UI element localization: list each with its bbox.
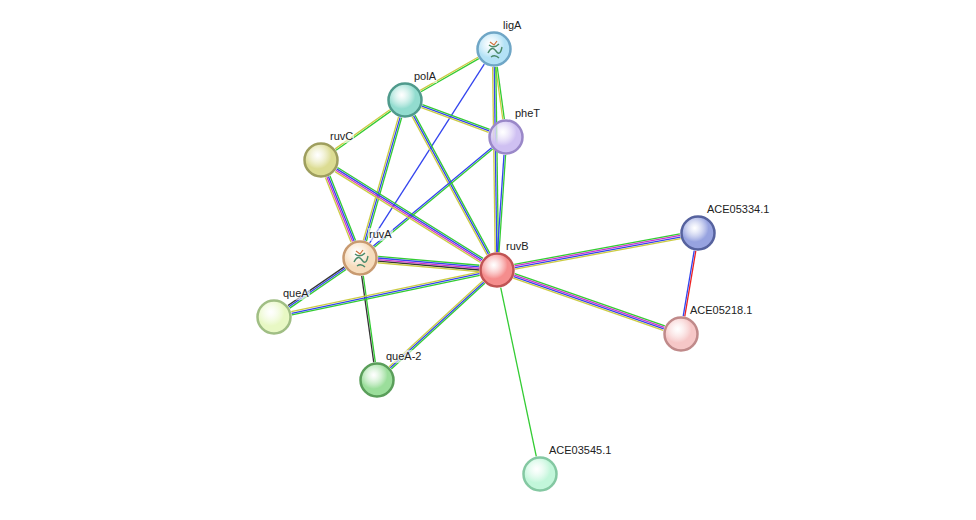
- evidence-strand: [378, 263, 479, 272]
- node-circle: [488, 119, 524, 155]
- evidence-strand: [378, 261, 479, 270]
- evidence-strand: [422, 106, 489, 131]
- node-circle: [476, 31, 512, 67]
- evidence-strand: [363, 276, 375, 362]
- interaction-edge: [362, 276, 376, 363]
- interaction-edge: [493, 67, 499, 252]
- evidence-strand: [515, 274, 665, 326]
- interaction-edge: [513, 274, 665, 331]
- node-circle: [387, 82, 423, 118]
- evidence-strand: [421, 108, 488, 133]
- protein-node: queA: [256, 299, 292, 335]
- interaction-edge: [412, 115, 490, 255]
- protein-node: ACE05218.1: [663, 316, 699, 352]
- protein-node: queA-2: [359, 362, 395, 398]
- protein-node: polA: [387, 82, 423, 118]
- node-label: ACE05218.1: [689, 304, 753, 317]
- evidence-strand: [291, 272, 479, 312]
- evidence-strand: [513, 278, 663, 330]
- node-label: queA: [282, 287, 310, 300]
- interaction-edge: [363, 117, 401, 241]
- evidence-strand: [497, 155, 504, 252]
- evidence-strand: [363, 117, 398, 240]
- evidence-strand: [414, 116, 489, 254]
- node-circle: [522, 456, 558, 492]
- node-label: pheT: [514, 107, 541, 120]
- evidence-strand: [327, 177, 353, 242]
- evidence-strand: [362, 276, 374, 362]
- protein-node: pheT: [488, 119, 524, 155]
- interaction-edge: [325, 176, 355, 242]
- evidence-strand: [497, 67, 504, 119]
- evidence-strand: [330, 176, 356, 241]
- evidence-strand: [325, 178, 351, 243]
- protein-node: ACE03545.1: [522, 456, 558, 492]
- protein-node: ruvA: [342, 240, 378, 276]
- node-label: ruvA: [368, 228, 393, 241]
- interaction-edge: [421, 105, 489, 133]
- node-circle: [342, 240, 378, 276]
- evidence-strand: [514, 277, 664, 329]
- evidence-strand: [415, 115, 490, 253]
- interaction-edge: [378, 256, 480, 271]
- protein-node: ruvC: [303, 142, 339, 178]
- interaction-edge: [291, 272, 479, 315]
- node-label: queA-2: [385, 350, 422, 363]
- protein-node: ruvB: [479, 252, 515, 288]
- evidence-strand: [501, 288, 537, 457]
- node-circle: [256, 299, 292, 335]
- node-circle: [479, 252, 515, 288]
- interaction-edge: [514, 234, 680, 269]
- interaction-edge: [501, 288, 537, 457]
- node-label: ACE05334.1: [706, 203, 770, 216]
- evidence-strand: [422, 105, 489, 130]
- evidence-strand: [412, 117, 487, 255]
- evidence-strand: [292, 274, 480, 314]
- evidence-strand: [365, 117, 400, 240]
- evidence-strand: [514, 234, 680, 264]
- evidence-strand: [515, 237, 681, 267]
- evidence-strand: [328, 176, 354, 241]
- node-circle: [303, 142, 339, 178]
- node-label: ACE03545.1: [548, 444, 612, 457]
- evidence-strand: [515, 235, 681, 265]
- evidence-strand: [493, 67, 496, 252]
- node-label: ligA: [502, 19, 522, 32]
- evidence-strand: [514, 275, 664, 327]
- interaction-edge: [497, 155, 505, 252]
- node-label: ruvC: [329, 130, 354, 143]
- node-circle: [359, 362, 395, 398]
- node-label: ruvB: [505, 240, 530, 253]
- evidence-strand: [366, 118, 401, 241]
- protein-node: ACE05334.1: [680, 215, 716, 251]
- evidence-strand: [499, 155, 506, 252]
- evidence-strand: [515, 239, 681, 269]
- node-circle: [680, 215, 716, 251]
- protein-node: ligA: [476, 31, 512, 67]
- node-circle: [663, 316, 699, 352]
- node-label: polA: [413, 70, 437, 83]
